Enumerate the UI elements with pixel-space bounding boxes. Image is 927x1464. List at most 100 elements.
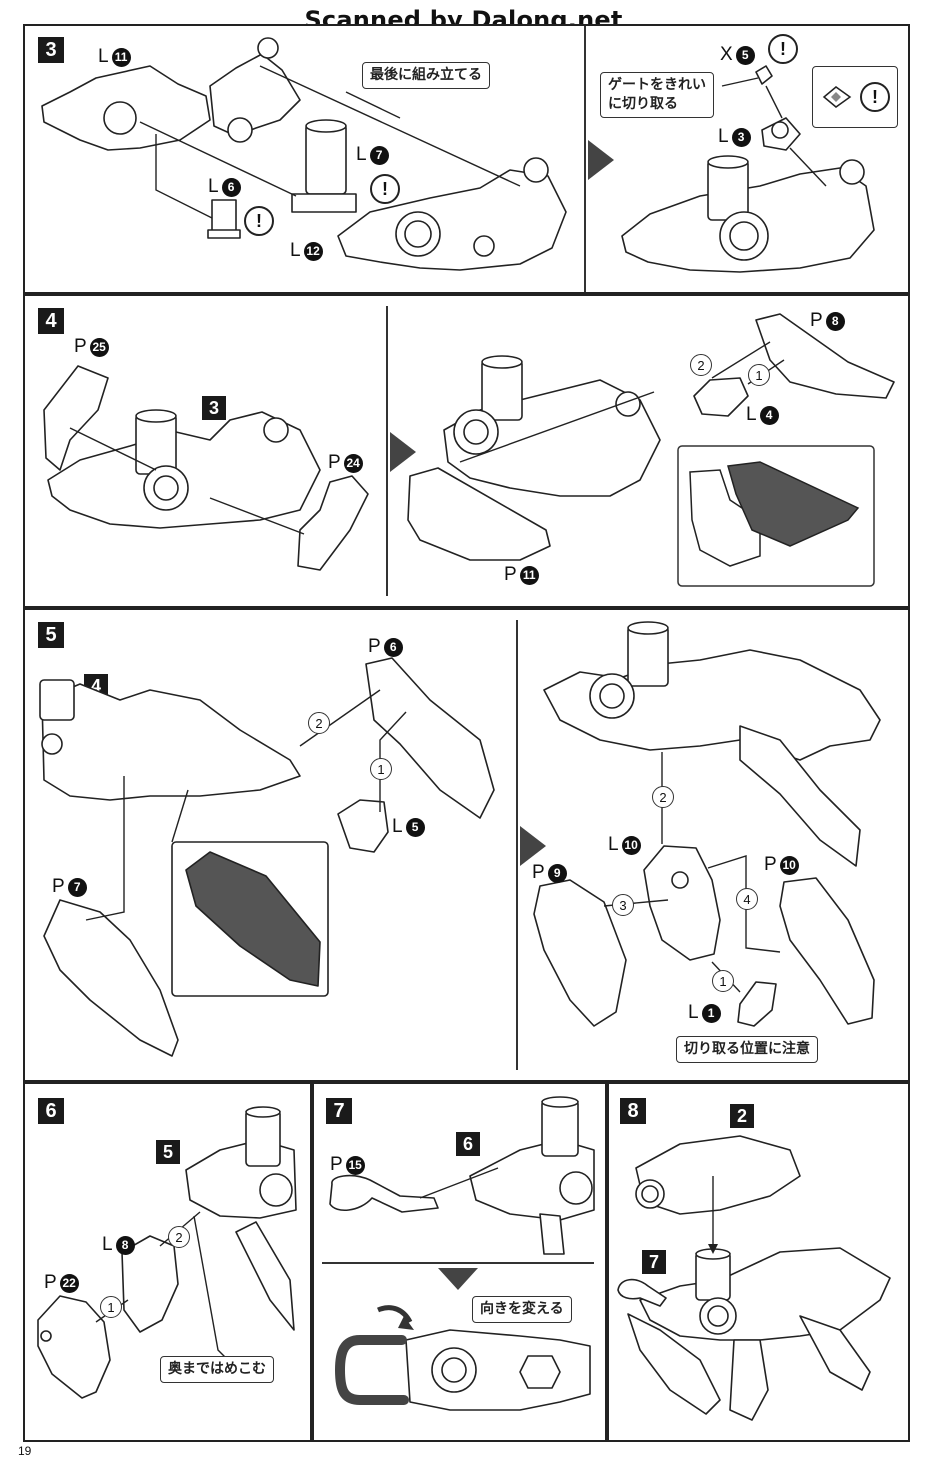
label-letter: L bbox=[688, 1002, 699, 1023]
label-letter: P bbox=[810, 310, 823, 331]
caution-icon: ! bbox=[860, 82, 890, 112]
part-p25-drawing bbox=[43, 365, 109, 471]
part-l5-drawing bbox=[337, 799, 389, 853]
next-arrow-icon bbox=[390, 432, 416, 472]
label-letter: P bbox=[504, 564, 517, 585]
step-3-badge: 3 bbox=[38, 37, 64, 63]
label-letter: L bbox=[102, 1234, 113, 1255]
part-p24-drawing bbox=[297, 475, 369, 571]
label-number: 10 bbox=[621, 835, 641, 855]
ref-step-badge: 7 bbox=[642, 1250, 666, 1274]
label-letter: L bbox=[208, 176, 219, 197]
label-number: 4 bbox=[759, 405, 779, 425]
caution-icon: ! bbox=[768, 34, 798, 64]
label-letter: L bbox=[608, 834, 619, 855]
gate-diamond-icon bbox=[822, 86, 852, 108]
label-number: 8 bbox=[115, 1235, 135, 1255]
p8-detail-drawing bbox=[727, 461, 860, 547]
label-number: 3 bbox=[731, 127, 751, 147]
part-l4-drawing bbox=[693, 377, 749, 417]
label-letter: L bbox=[290, 240, 301, 261]
note-clean-gate: ゲートをきれい に切り取る bbox=[600, 72, 714, 118]
label-letter: L bbox=[718, 126, 729, 147]
label-number: 6 bbox=[383, 637, 403, 657]
label-number: 6 bbox=[221, 177, 241, 197]
handle-detail-drawing bbox=[334, 1335, 409, 1405]
order-1: 1 bbox=[370, 758, 392, 780]
label-letter: P bbox=[368, 636, 381, 657]
p7-detail-drawing bbox=[185, 851, 321, 987]
part-p10-drawing bbox=[779, 877, 875, 1025]
label-number: 5 bbox=[405, 817, 425, 837]
step-7-divider bbox=[322, 1262, 594, 1264]
step-5-illustration bbox=[39, 621, 881, 1057]
ref-step-badge: 6 bbox=[456, 1132, 480, 1156]
order-2: 2 bbox=[308, 712, 330, 734]
order-3: 3 bbox=[612, 894, 634, 916]
label-number: 11 bbox=[519, 565, 539, 585]
part-p8-drawing bbox=[755, 313, 895, 399]
label-number: 8 bbox=[825, 311, 845, 331]
label-number: 22 bbox=[59, 1273, 79, 1293]
part-p7-drawing bbox=[43, 899, 179, 1057]
part-p22-drawing bbox=[37, 1295, 111, 1399]
label-number: 1 bbox=[701, 1003, 721, 1023]
label-letter: P bbox=[74, 336, 87, 357]
part-l1-drawing bbox=[737, 981, 777, 1027]
order-2: 2 bbox=[168, 1226, 190, 1248]
order-1: 1 bbox=[712, 970, 734, 992]
part-l8-drawing bbox=[121, 1235, 179, 1333]
step-4-illustration bbox=[43, 313, 895, 587]
label-number: 24 bbox=[343, 453, 363, 473]
part-l10-drawing bbox=[643, 845, 721, 961]
order-1: 1 bbox=[100, 1296, 122, 1318]
caution-icon: ! bbox=[244, 206, 274, 236]
step-8-badge: 8 bbox=[620, 1098, 646, 1124]
note-cut-position: 切り取る位置に注意 bbox=[676, 1036, 818, 1063]
head-part-drawing bbox=[635, 1135, 801, 1215]
step-5-divider bbox=[516, 620, 518, 1070]
label-number: 11 bbox=[111, 47, 131, 67]
part-p11-drawing bbox=[407, 467, 551, 561]
next-arrow-icon bbox=[588, 140, 614, 180]
next-arrow-icon bbox=[520, 826, 546, 866]
label-letter: P bbox=[764, 854, 777, 875]
order-2: 2 bbox=[690, 354, 712, 376]
page-number: 19 bbox=[18, 1444, 32, 1458]
label-letter: X bbox=[720, 44, 733, 65]
label-letter: P bbox=[328, 452, 341, 473]
part-p9-drawing bbox=[533, 879, 627, 1027]
ref-step-badge: 2 bbox=[730, 1104, 754, 1128]
part-l12-drawing bbox=[337, 169, 567, 271]
step-4-badge: 4 bbox=[38, 308, 64, 334]
label-number: 12 bbox=[303, 241, 323, 261]
label-letter: P bbox=[532, 862, 545, 883]
label-number: 10 bbox=[779, 855, 799, 875]
down-arrow-icon bbox=[438, 1268, 478, 1290]
step-3-divider bbox=[584, 26, 586, 292]
note-assemble-last: 最後に組み立てる bbox=[362, 62, 490, 89]
note-push-in: 奥まではめこむ bbox=[160, 1356, 274, 1383]
step-7-badge: 7 bbox=[326, 1098, 352, 1124]
order-4: 4 bbox=[736, 888, 758, 910]
label-letter: P bbox=[44, 1272, 57, 1293]
